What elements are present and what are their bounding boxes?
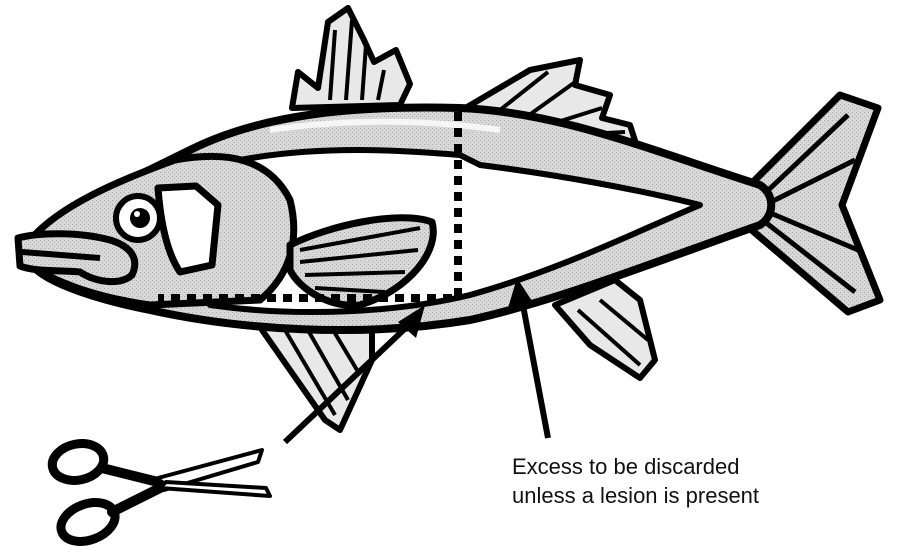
scissors-icon <box>49 439 270 546</box>
fish-mouth <box>18 234 135 282</box>
fish-eye <box>116 196 160 240</box>
discard-note-line2: unless a lesion is present <box>512 481 872 510</box>
discard-note-line1: Excess to be discarded <box>512 452 872 481</box>
discard-note: Excess to be discarded unless a lesion i… <box>512 452 872 510</box>
spiny-dorsal-fin <box>292 8 410 108</box>
